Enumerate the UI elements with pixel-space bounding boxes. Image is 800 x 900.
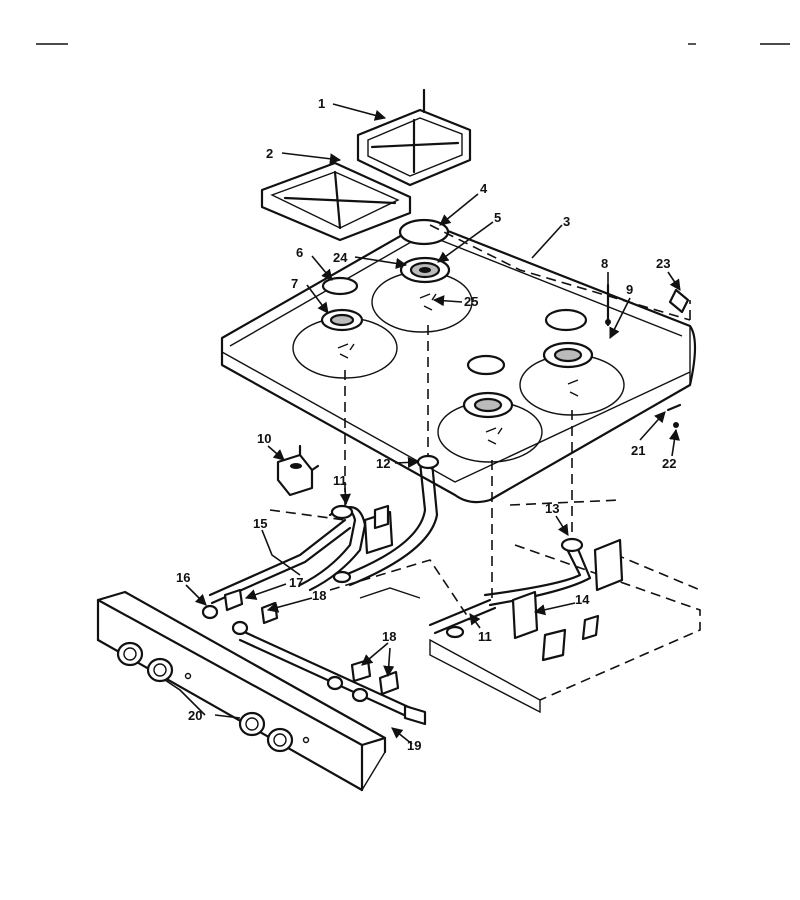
callout-5: 5 bbox=[494, 210, 501, 225]
callout-3: 3 bbox=[563, 214, 570, 229]
callout-2: 2 bbox=[266, 146, 273, 161]
burner-caps bbox=[321, 218, 588, 376]
knob-2 bbox=[146, 657, 174, 683]
knob-4 bbox=[266, 727, 294, 753]
knob-3 bbox=[238, 711, 266, 737]
burner-cap-small bbox=[321, 276, 359, 296]
callout-25: 25 bbox=[464, 294, 478, 309]
callout-8: 8 bbox=[601, 256, 608, 271]
burner-valves bbox=[201, 588, 400, 703]
callout-17: 17 bbox=[289, 575, 303, 590]
callout-14: 14 bbox=[575, 592, 590, 607]
callout-18-upper: 18 bbox=[312, 588, 326, 603]
burner-head-rear-left bbox=[399, 256, 451, 284]
callout-13: 13 bbox=[545, 501, 559, 516]
callout-4: 4 bbox=[480, 181, 488, 196]
burner-head-front-left bbox=[320, 308, 364, 332]
callout-24: 24 bbox=[333, 250, 348, 265]
callout-23: 23 bbox=[656, 256, 670, 271]
callout-20: 20 bbox=[188, 708, 202, 723]
burner-cap-front-right bbox=[466, 354, 506, 376]
burner-base-bracket-right bbox=[429, 538, 624, 714]
callout-22: 22 bbox=[662, 456, 676, 471]
burner-base-bracket-left bbox=[359, 504, 421, 599]
callout-11-lower: 11 bbox=[478, 629, 492, 644]
callout-1: 1 bbox=[318, 96, 325, 111]
callout-10: 10 bbox=[257, 431, 271, 446]
callout-9: 9 bbox=[626, 282, 633, 297]
callout-12: 12 bbox=[376, 456, 390, 471]
burner-bases bbox=[337, 293, 579, 445]
callout-labels: 1 2 3 4 5 6 7 8 9 10 11 11 12 13 14 15 1… bbox=[176, 96, 676, 753]
callout-15: 15 bbox=[253, 516, 267, 531]
grate-right bbox=[356, 88, 472, 187]
small-hardware bbox=[605, 283, 690, 428]
valve-1 bbox=[201, 588, 244, 620]
burner-cap-rear-left bbox=[398, 218, 450, 246]
spark-module bbox=[276, 444, 320, 497]
valve-2 bbox=[231, 601, 279, 636]
burner-tubes bbox=[298, 454, 592, 639]
callout-7: 7 bbox=[291, 276, 298, 291]
control-knobs bbox=[116, 641, 310, 753]
gas-manifold bbox=[208, 518, 427, 726]
burner-cap-right bbox=[544, 308, 588, 332]
callout-21: 21 bbox=[631, 443, 645, 458]
burner-heads bbox=[320, 256, 594, 419]
callout-11-upper: 11 bbox=[333, 473, 347, 488]
control-panel bbox=[96, 590, 387, 792]
knob-1 bbox=[116, 641, 144, 667]
burner-head-rear-right bbox=[542, 341, 594, 369]
leader-lines bbox=[164, 103, 681, 745]
callout-18-lower: 18 bbox=[382, 629, 396, 644]
callout-6: 6 bbox=[296, 245, 303, 260]
callout-16: 16 bbox=[176, 570, 190, 585]
callout-19: 19 bbox=[407, 738, 421, 753]
burner-head-front-right bbox=[462, 391, 514, 419]
